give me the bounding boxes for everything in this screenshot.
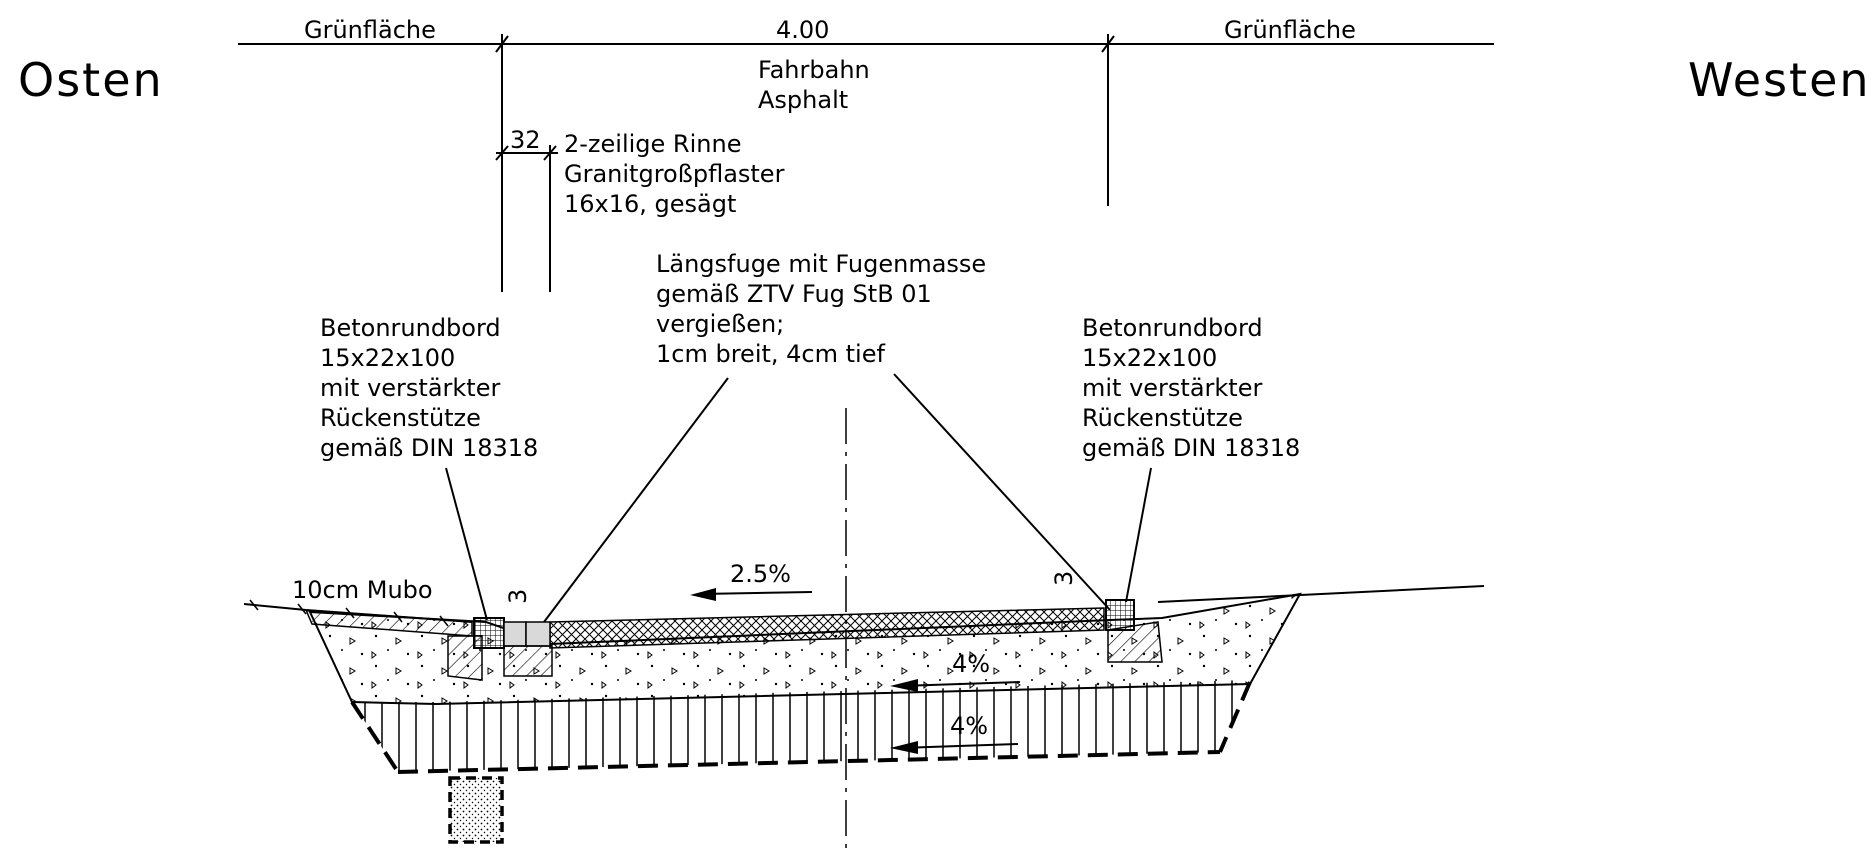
subgrade-slope-label: 4% xyxy=(950,712,988,740)
drain-trench xyxy=(448,776,504,844)
top-center-width-label: 4.00 xyxy=(776,16,829,44)
mubo-tick-3 xyxy=(345,607,355,619)
curb-left-label-line4: Rückenstütze xyxy=(320,404,481,432)
mubo-tick-2 xyxy=(297,603,307,615)
subgrade-slope-arrowhead xyxy=(890,741,918,754)
curb-right-label-line5: gemäß DIN 18318 xyxy=(1082,434,1300,462)
gutter-stone-2 xyxy=(525,621,551,647)
gutter-label-line3: 16x16, gesägt xyxy=(564,190,736,218)
joint-label-line3: vergießen; xyxy=(656,310,784,338)
curb-right-label-line3: mit verstärkter xyxy=(1082,374,1262,402)
curb-stone-left xyxy=(473,617,505,649)
leader-curb-right xyxy=(1125,467,1152,603)
gutter-stone-1 xyxy=(503,621,527,647)
curb-left-label-line2: 15x22x100 xyxy=(320,344,455,372)
surface-slope-arrowhead xyxy=(690,588,716,601)
subgrade-slope-arrow-line xyxy=(899,743,1019,749)
base-slope-label: 4% xyxy=(952,650,990,678)
gutter-tick-left xyxy=(495,145,509,161)
base-slope-arrowhead xyxy=(890,679,918,692)
gutter-tick-right xyxy=(543,145,557,161)
gutter-label-line1: 2-zeilige Rinne xyxy=(564,130,741,158)
direction-east: Osten xyxy=(18,53,164,107)
subgrade-left-boundary xyxy=(350,700,400,774)
mubo-label: 10cm Mubo xyxy=(292,576,433,604)
curb-right-label-line1: Betonrundbord xyxy=(1082,314,1263,342)
base-slope-arrow-line xyxy=(899,681,1021,687)
joint-label-line2: gemäß ZTV Fug StB 01 xyxy=(656,280,932,308)
gutter-width-label: 32 xyxy=(510,126,541,154)
ground-line xyxy=(243,585,1485,623)
curb-backing-right xyxy=(1107,621,1163,663)
gutter-bedding xyxy=(503,645,553,677)
direction-west: Westen xyxy=(1688,53,1871,107)
top-left-zone-label: Grünfläche xyxy=(304,16,436,44)
curb-left-label-line3: mit verstärkter xyxy=(320,374,500,402)
mubo-tick-4 xyxy=(393,611,403,623)
top-right-zone-label: Grünfläche xyxy=(1224,16,1356,44)
leader-joint-right xyxy=(893,373,1111,611)
roadway-label-line2: Asphalt xyxy=(758,86,848,114)
joint-label-line1: Längsfuge mit Fugenmasse xyxy=(656,250,986,278)
leader-joint-left xyxy=(543,377,729,623)
curb-reveal-right-label: 3 xyxy=(1050,571,1078,586)
mubo-tick-1 xyxy=(249,599,259,611)
curb-right-label-line4: Rückenstütze xyxy=(1082,404,1243,432)
curb-left-label-line1: Betonrundbord xyxy=(320,314,501,342)
surface-slope-arrow-line xyxy=(699,591,813,595)
mubo-tick-5 xyxy=(439,615,449,627)
roadway-label-line1: Fahrbahn xyxy=(758,56,870,84)
dimension-tick-left xyxy=(495,35,509,53)
joint-label-line4: 1cm breit, 4cm tief xyxy=(656,340,885,368)
frost-protection-layer xyxy=(352,680,1248,772)
subgrade-right-boundary xyxy=(1218,681,1252,753)
curb-stone-right xyxy=(1105,599,1135,631)
curb-left-label-line5: gemäß DIN 18318 xyxy=(320,434,538,462)
leader-curb-left xyxy=(445,467,488,621)
curb-right-label-line2: 15x22x100 xyxy=(1082,344,1217,372)
dimension-tick-right xyxy=(1101,35,1115,53)
subgrade-bottom-boundary xyxy=(397,750,1221,774)
curb-reveal-left-label: 3 xyxy=(504,589,532,604)
gutter-label-line2: Granitgroßpflaster xyxy=(564,160,785,188)
surface-slope-label: 2.5% xyxy=(730,560,791,588)
